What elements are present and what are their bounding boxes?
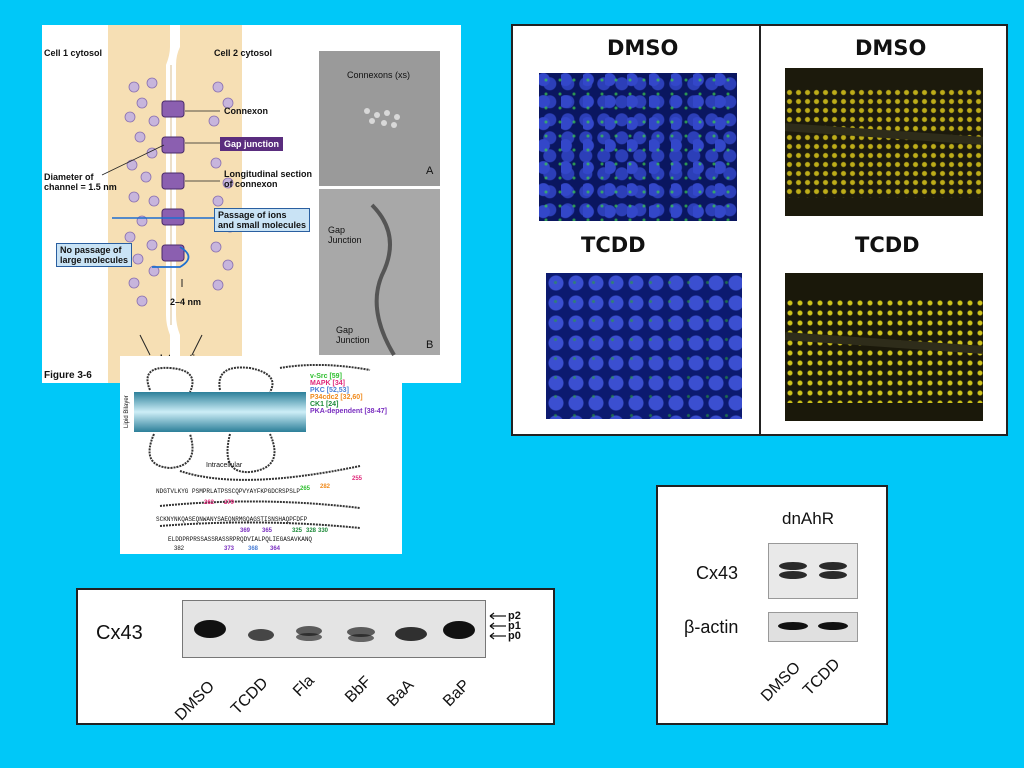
- cx43-bands: [194, 620, 475, 642]
- passage-label-1: Passage of ions: [218, 210, 287, 220]
- em-connexons-label: Connexons (xs): [347, 70, 411, 80]
- lane-baa: BaA: [384, 676, 418, 711]
- residue-382: 382: [174, 546, 185, 552]
- lane-bbf: BbF: [342, 673, 375, 707]
- lipid-bilayer-label: Lipid Bilayer: [124, 395, 130, 428]
- residue-365: 365: [262, 528, 273, 534]
- distance-label: 2–4 nm: [170, 297, 202, 307]
- gap-junction-box: Gap junction: [220, 137, 283, 151]
- dnahr-lane-tcdd: TCDD: [800, 655, 844, 700]
- residue-282: 282: [320, 484, 331, 490]
- residue-368: 368: [248, 546, 259, 552]
- residue-262: 262: [204, 500, 215, 506]
- dnahr-actin-blot: [768, 612, 858, 642]
- microscopy-panel: DMSO DMSO TCDD TCDD: [511, 24, 1008, 436]
- legend-ck1: CK1 [24]: [310, 401, 339, 408]
- connexon-label: Connexon: [224, 106, 268, 116]
- residue-255: 255: [352, 476, 363, 482]
- microscopy-divider: [759, 26, 761, 434]
- dnahr-title: dnAhR: [782, 509, 834, 528]
- dmso-yellow-micrograph: [785, 68, 983, 216]
- kinase-legend: v-Src [59] MAPK [34] PKC [52,53] P34cdc2…: [310, 373, 387, 415]
- em-gap1-label-1: Gap: [328, 225, 346, 235]
- em-gap2-label-2: Junction: [336, 335, 370, 345]
- beta-actin-label: β-actin: [684, 617, 739, 637]
- residue-265: 265: [300, 486, 311, 492]
- no-passage-label-1: No passage of: [60, 245, 122, 255]
- passage-box: Passage of ions and small molecules: [214, 208, 311, 232]
- connexin-topology-figure: v-Src [59] MAPK [34] PKC [52,53] P34cdc2…: [120, 356, 402, 554]
- sequence-line-1: NDGTVLKYG PSMPRLATPSSCQPVYAYFKPGDCRSPSLP: [156, 488, 301, 495]
- passage-label-2: and small molecules: [218, 220, 307, 230]
- legend-p34cdc2: P34cdc2 [32,60]: [310, 394, 363, 401]
- intracellular-label: Intracellular: [206, 462, 243, 469]
- em-panel-b-label: B: [426, 339, 434, 351]
- dmso-blue-micrograph: [539, 73, 737, 221]
- lane-tcdd: TCDD: [228, 674, 272, 719]
- no-passage-label-2: large molecules: [60, 255, 129, 265]
- longitudinal-label-2: of connexon: [224, 179, 278, 189]
- legend-pkc: PKC [52,53]: [310, 387, 349, 394]
- no-passage-box: No passage of large molecules: [56, 243, 133, 267]
- gap-junction-figure: Cell 1 cytosol Cell 2 cytosol Connexon G…: [42, 25, 461, 383]
- diameter-label-1: Diameter of: [44, 172, 94, 182]
- dmso-right-title: DMSO: [855, 36, 927, 60]
- residue-279: 279: [224, 500, 235, 506]
- marker-p0: p0: [508, 630, 521, 642]
- gap-junction-drawing: [101, 25, 440, 383]
- tcdd-blue-micrograph: [546, 273, 742, 419]
- residue-364: 364: [270, 546, 281, 552]
- marker-p2: p2: [508, 610, 521, 622]
- cx43-blot-image: [182, 600, 486, 658]
- em-gap1-label-2: Junction: [328, 235, 362, 245]
- lane-fla: Fla: [290, 672, 318, 701]
- em-panel-a-label: A: [426, 165, 434, 177]
- residue-328: 328: [306, 528, 317, 534]
- cx43-label: Cx43: [96, 622, 143, 644]
- dnahr-blot-panel: dnAhR Cx43 β-actin DMSO TCDD: [656, 485, 888, 725]
- dnahr-cx43-bands: [779, 562, 847, 579]
- lane-dmso: DMSO: [172, 678, 218, 725]
- residue-369: 369: [240, 528, 251, 534]
- sequence-line-2: SCKNYNKQASEQNWANYSAEQNRMGQAGSTISNSHAQPFD…: [156, 516, 308, 523]
- tcdd-yellow-micrograph: [785, 273, 983, 421]
- dnahr-lane-dmso: DMSO: [758, 659, 804, 706]
- tcdd-right-title: TCDD: [855, 233, 920, 257]
- dnahr-actin-bands: [778, 622, 848, 630]
- residue-325: 325: [292, 528, 303, 534]
- sequence-line-3: ELDDPRPRSSASSRASSRPRQDVIALPQLIEGASAVKANQ: [168, 536, 313, 543]
- topology-drawing: [134, 363, 371, 529]
- lane-bap: BaP: [440, 676, 474, 711]
- cx43-blot-panel: Cx43 p2 p1 p0 DMSO TCDD Fla BbF BaA BaP: [76, 588, 555, 725]
- longitudinal-label-1: Longitudinal section: [224, 169, 312, 179]
- cell1-label: Cell 1 cytosol: [44, 48, 103, 58]
- marker-p1: p1: [508, 620, 521, 632]
- em-gap2-label-1: Gap: [336, 325, 354, 335]
- cell2-label: Cell 2 cytosol: [214, 48, 273, 58]
- tcdd-left-title: TCDD: [581, 233, 646, 257]
- diameter-label-2: channel = 1.5 nm: [44, 182, 117, 192]
- residue-330: 330: [318, 528, 329, 534]
- dnahr-cx43-blot: [768, 543, 858, 599]
- marker-arrows: [489, 612, 506, 640]
- dmso-left-title: DMSO: [607, 36, 679, 60]
- legend-pka: PKA-dependent [38-47]: [310, 408, 388, 415]
- cx43-row-label: Cx43: [696, 563, 739, 583]
- residue-373: 373: [224, 546, 235, 552]
- legend-vsrc: v-Src [59]: [310, 373, 342, 380]
- figure-caption: Figure 3-6: [44, 370, 92, 381]
- legend-mapk: MAPK [34]: [310, 380, 346, 387]
